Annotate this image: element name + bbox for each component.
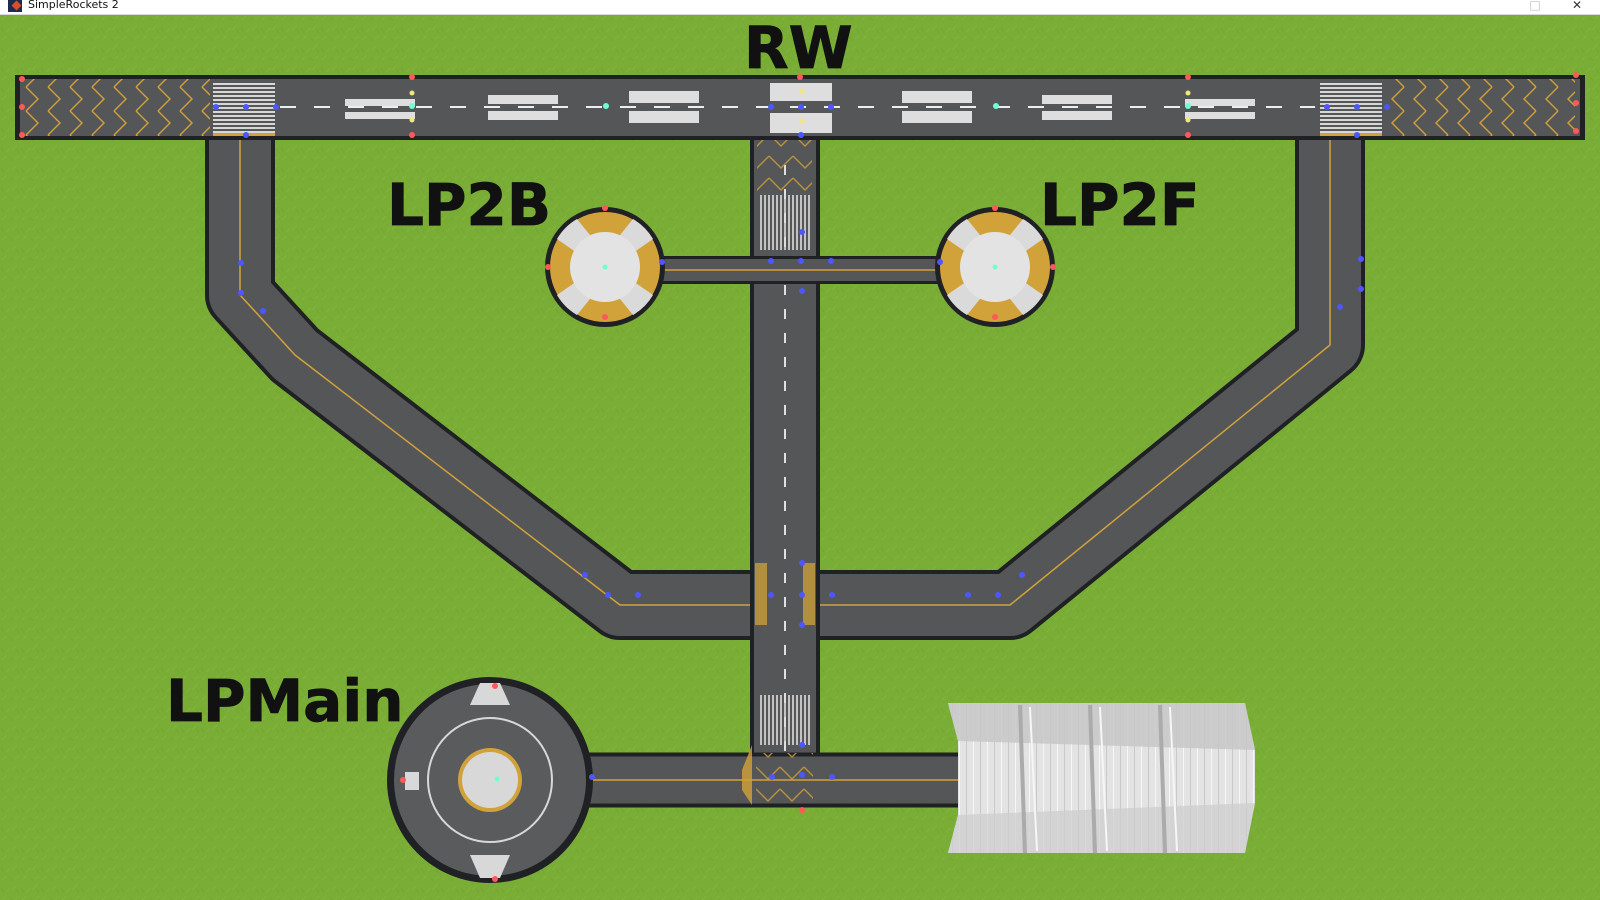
- close-icon[interactable]: ✕: [1571, 0, 1583, 12]
- map-viewport[interactable]: RW LP2B LP2F LPMain: [0, 15, 1600, 900]
- launch-pad-main: [387, 677, 593, 883]
- map-canvas[interactable]: RW LP2B LP2F LPMain: [0, 15, 1600, 900]
- launch-pad-main-label: LPMain: [166, 667, 404, 735]
- runway-label: RW: [744, 15, 853, 82]
- hangar-building: [948, 703, 1255, 854]
- title-bar[interactable]: SimpleRockets 2 □ ✕: [0, 0, 1600, 15]
- window-title: SimpleRockets 2: [28, 0, 119, 11]
- path-nodes: [19, 72, 1579, 882]
- simplerockets-app-icon: [8, 0, 22, 12]
- maximize-icon[interactable]: □: [1529, 0, 1541, 12]
- launch-pad-lp2f-label: LP2F: [1040, 171, 1199, 239]
- launch-pad-lp2b-label: LP2B: [387, 171, 551, 239]
